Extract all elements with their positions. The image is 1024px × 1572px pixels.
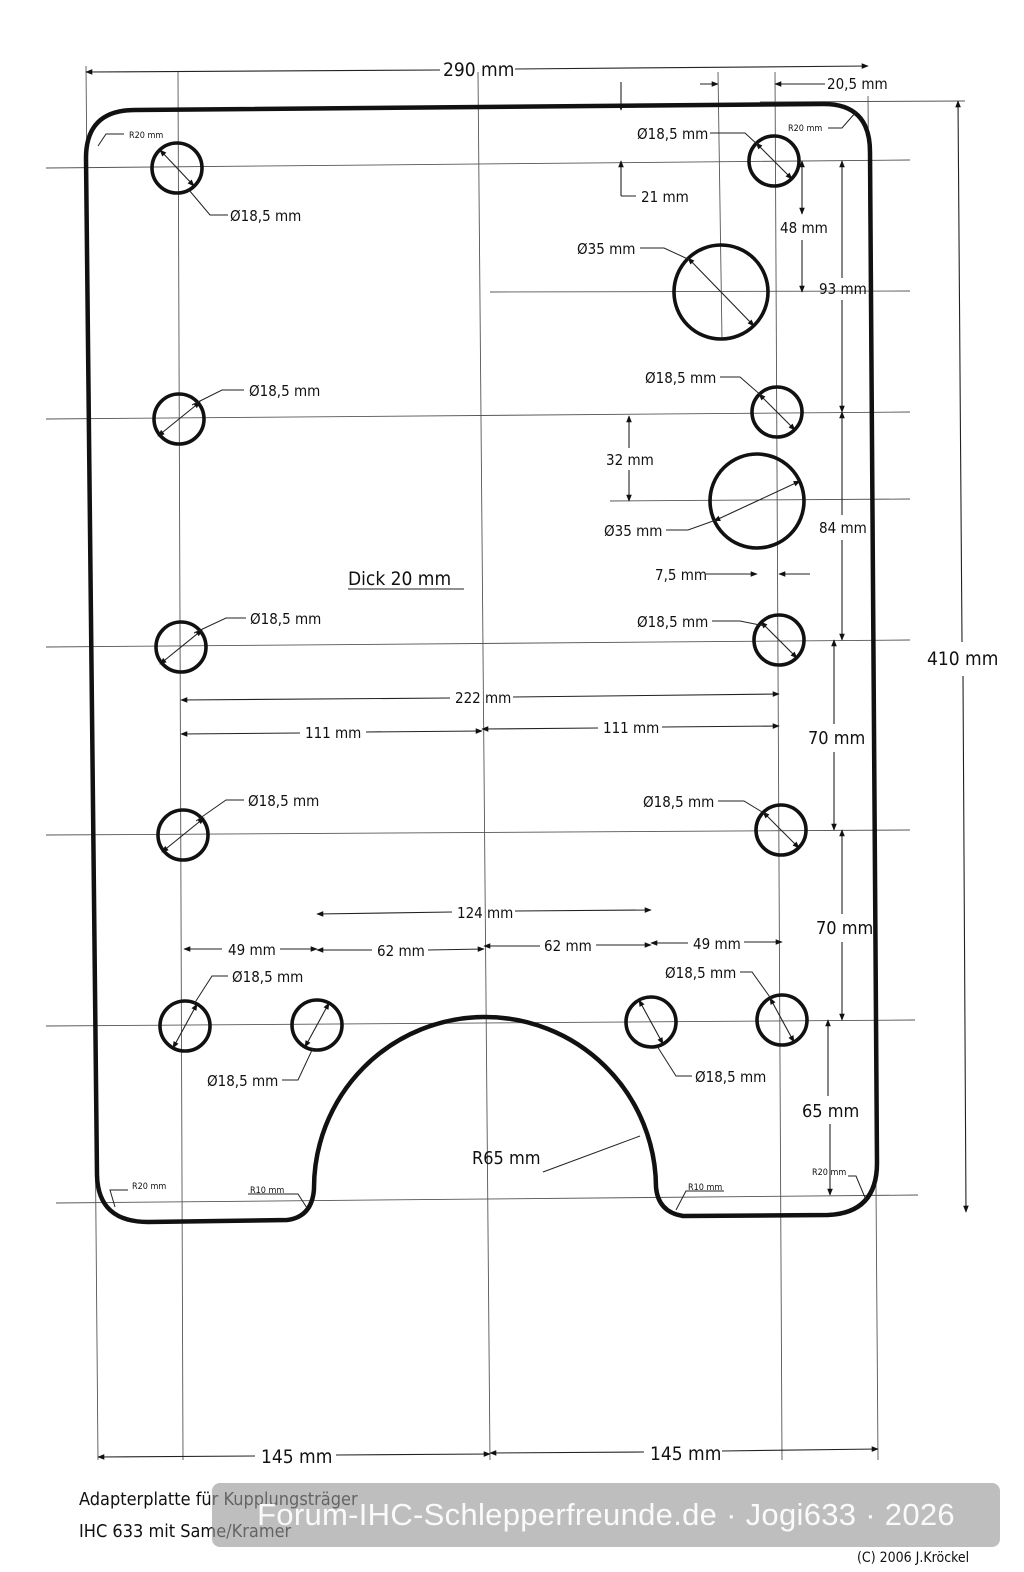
dim-right-48: 48 mm: [780, 219, 828, 237]
dim-span-62-left: 62 mm: [377, 942, 425, 960]
radius-label-top-right: R20 mm: [788, 124, 822, 134]
dim-right-70-lower: 70 mm: [816, 918, 873, 939]
half-width-left-label: 145 mm: [261, 1446, 332, 1468]
hole-label-left-3: Ø18,5 mm: [250, 610, 321, 628]
radius-label-bottom-right: R20 mm: [812, 1168, 846, 1178]
plate-outline: [83, 101, 880, 1225]
hole-label-right-1: Ø18,5 mm: [637, 125, 708, 143]
radius-label-cutout-right: R10 mm: [688, 1183, 722, 1193]
watermark-banner: Forum-IHC-Schlepperfreunde.de · Jogi633 …: [212, 1483, 1000, 1547]
dim-gap-32: 32 mm: [606, 451, 654, 469]
dim-right-70-upper: 70 mm: [808, 728, 865, 749]
hole-label-large-lower: Ø35 mm: [604, 522, 662, 540]
half-width-right-label: 145 mm: [650, 1443, 721, 1465]
dim-top-right-offset: 20,5 mm: [827, 75, 888, 93]
radius-label-top-left: R20 mm: [129, 131, 163, 141]
hole-label-right-4: Ø18,5 mm: [643, 793, 714, 811]
dim-right-84: 84 mm: [819, 519, 867, 537]
dim-top-hole-offset: 21 mm: [641, 188, 689, 206]
hole-right-2: [750, 385, 804, 439]
width-label: 290 mm: [443, 59, 514, 81]
radius-leaders: [97, 111, 867, 1211]
radius-label-cutout: R65 mm: [472, 1148, 541, 1169]
hole-label-left-5: Ø18,5 mm: [232, 968, 303, 986]
hole-label-right-5: Ø18,5 mm: [665, 964, 736, 982]
dim-offset-7-5: 7,5 mm: [655, 566, 707, 584]
hole-large-lower: [708, 452, 806, 550]
radius-label-cutout-left: R10 mm: [250, 1186, 284, 1196]
hole-label-large-upper: Ø35 mm: [577, 240, 635, 258]
thickness-label: Dick 20 mm: [348, 568, 451, 590]
hole-label-right-3: Ø18,5 mm: [637, 613, 708, 631]
radius-label-bottom-left: R20 mm: [132, 1182, 166, 1192]
hole-right-1: [747, 134, 801, 188]
hole-label-left-1: Ø18,5 mm: [230, 207, 301, 225]
dim-span-49-left: 49 mm: [228, 941, 276, 959]
hole-right-5: [755, 993, 809, 1047]
dim-span-124: 124 mm: [457, 904, 513, 922]
hole-label-left-4: Ø18,5 mm: [248, 792, 319, 810]
hole-left-5: [158, 999, 212, 1053]
hole-large-upper: [672, 243, 770, 341]
hole-label-left-2: Ø18,5 mm: [249, 382, 320, 400]
hole-right-3: [752, 613, 806, 667]
diameter-arrows: [157, 142, 801, 1049]
dim-span-222: 222 mm: [455, 689, 511, 707]
hole-left-2: [152, 392, 206, 446]
hole-label-right-2: Ø18,5 mm: [645, 369, 716, 387]
dim-span-111-right: 111 mm: [603, 719, 659, 737]
hole-inner-left: [290, 998, 344, 1052]
labels: 290 mm 410 mm Dick 20 mm 145 mm 145 mm 2…: [79, 59, 998, 1566]
copyright: (C) 2006 J.Kröckel: [857, 1550, 969, 1566]
holes: [150, 134, 809, 1053]
dim-span-49-right: 49 mm: [693, 935, 741, 953]
dim-span-62-right: 62 mm: [544, 937, 592, 955]
dim-span-111-left: 111 mm: [305, 724, 361, 742]
dim-right-65: 65 mm: [802, 1101, 859, 1122]
dimension-lines: [85, 63, 969, 1460]
hole-label-inner-right: Ø18,5 mm: [695, 1068, 766, 1086]
height-label: 410 mm: [927, 648, 998, 670]
center-lines: [45, 65, 966, 1461]
hole-inner-right: [624, 995, 678, 1049]
hole-left-4: [156, 808, 210, 862]
hole-left-3: [154, 620, 208, 674]
label-leaders: [188, 132, 773, 1173]
dim-right-93: 93 mm: [819, 280, 867, 298]
hole-left-1: [150, 141, 204, 195]
hole-label-inner-left: Ø18,5 mm: [207, 1072, 278, 1090]
hole-right-4: [754, 803, 808, 857]
